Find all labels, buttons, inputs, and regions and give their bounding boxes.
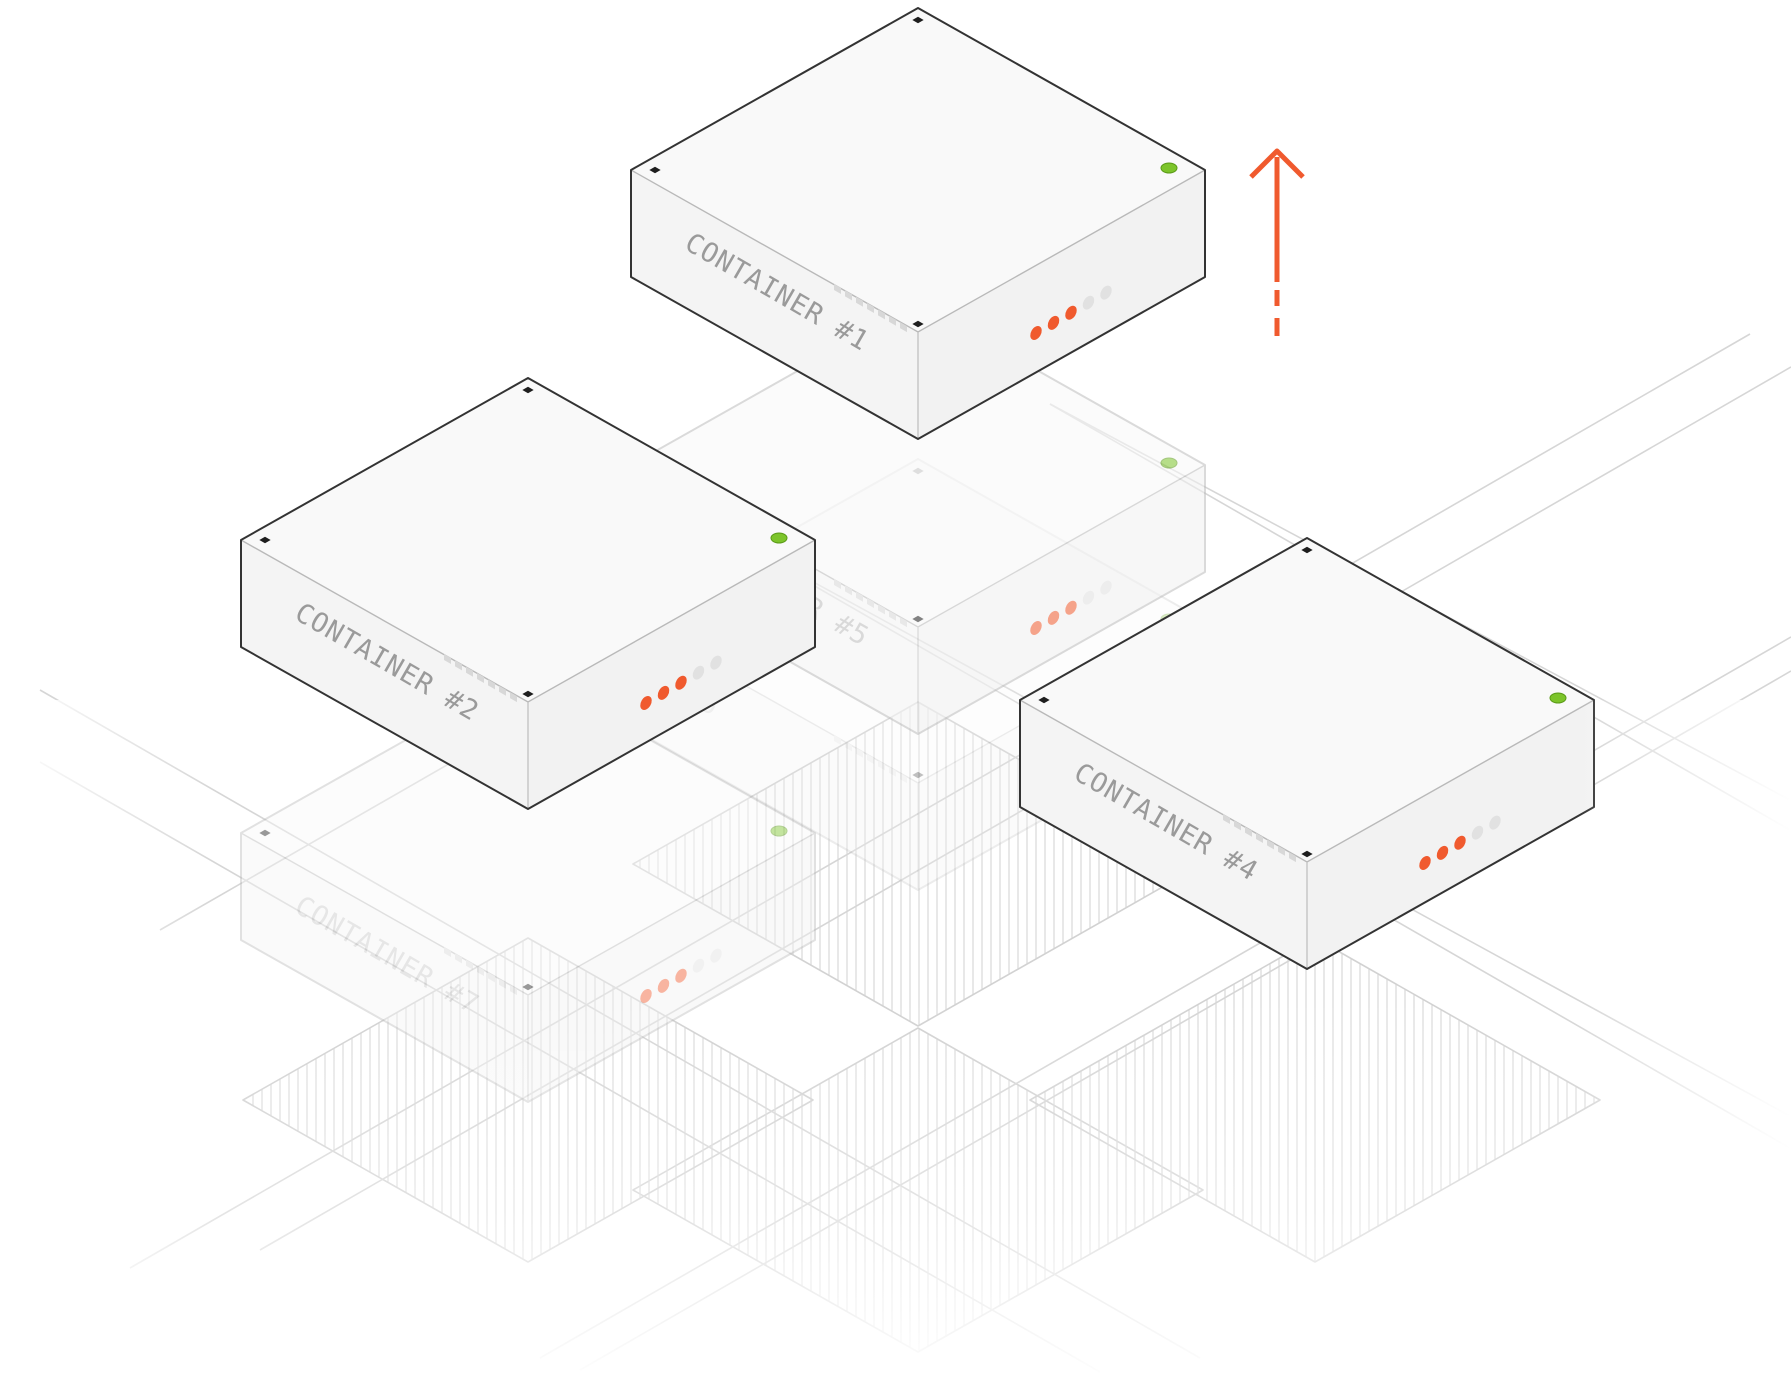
container-c1: CONTAINER #1 (630, 7, 1206, 440)
activity-dot-on (675, 675, 687, 690)
container-left-face (631, 170, 918, 439)
vent-grille-icon (444, 654, 517, 703)
activity-dots (1030, 285, 1112, 340)
lift-arrow-icon (1249, 148, 1305, 336)
activity-dot-off (710, 655, 722, 670)
vent-grille-icon (834, 579, 907, 628)
activity-dot-off (1100, 580, 1112, 595)
activity-dot-off (1082, 590, 1095, 605)
activity-dot-on (1030, 326, 1042, 340)
activity-dot-on (1065, 305, 1077, 320)
screw-icon (1301, 546, 1313, 554)
activity-dot-on (1065, 600, 1077, 615)
status-led-icon (770, 532, 788, 544)
activity-dot-on (1047, 610, 1060, 625)
activity-dot-on (657, 685, 670, 700)
container-right-face (918, 465, 1205, 734)
activity-dot-off (1100, 285, 1112, 300)
container-outline (630, 7, 1206, 440)
status-led-icon (1160, 162, 1178, 174)
activity-dots (1030, 580, 1112, 635)
activity-dot-off (1082, 295, 1095, 310)
activity-dot-on (1047, 315, 1060, 330)
container-right-face (918, 170, 1205, 439)
side-fade-overlay (0, 700, 1791, 1385)
status-led-icon (1160, 457, 1178, 469)
activity-dot-off (692, 665, 705, 680)
vent-grille-icon (834, 284, 907, 333)
activity-dot-on (1030, 621, 1042, 635)
